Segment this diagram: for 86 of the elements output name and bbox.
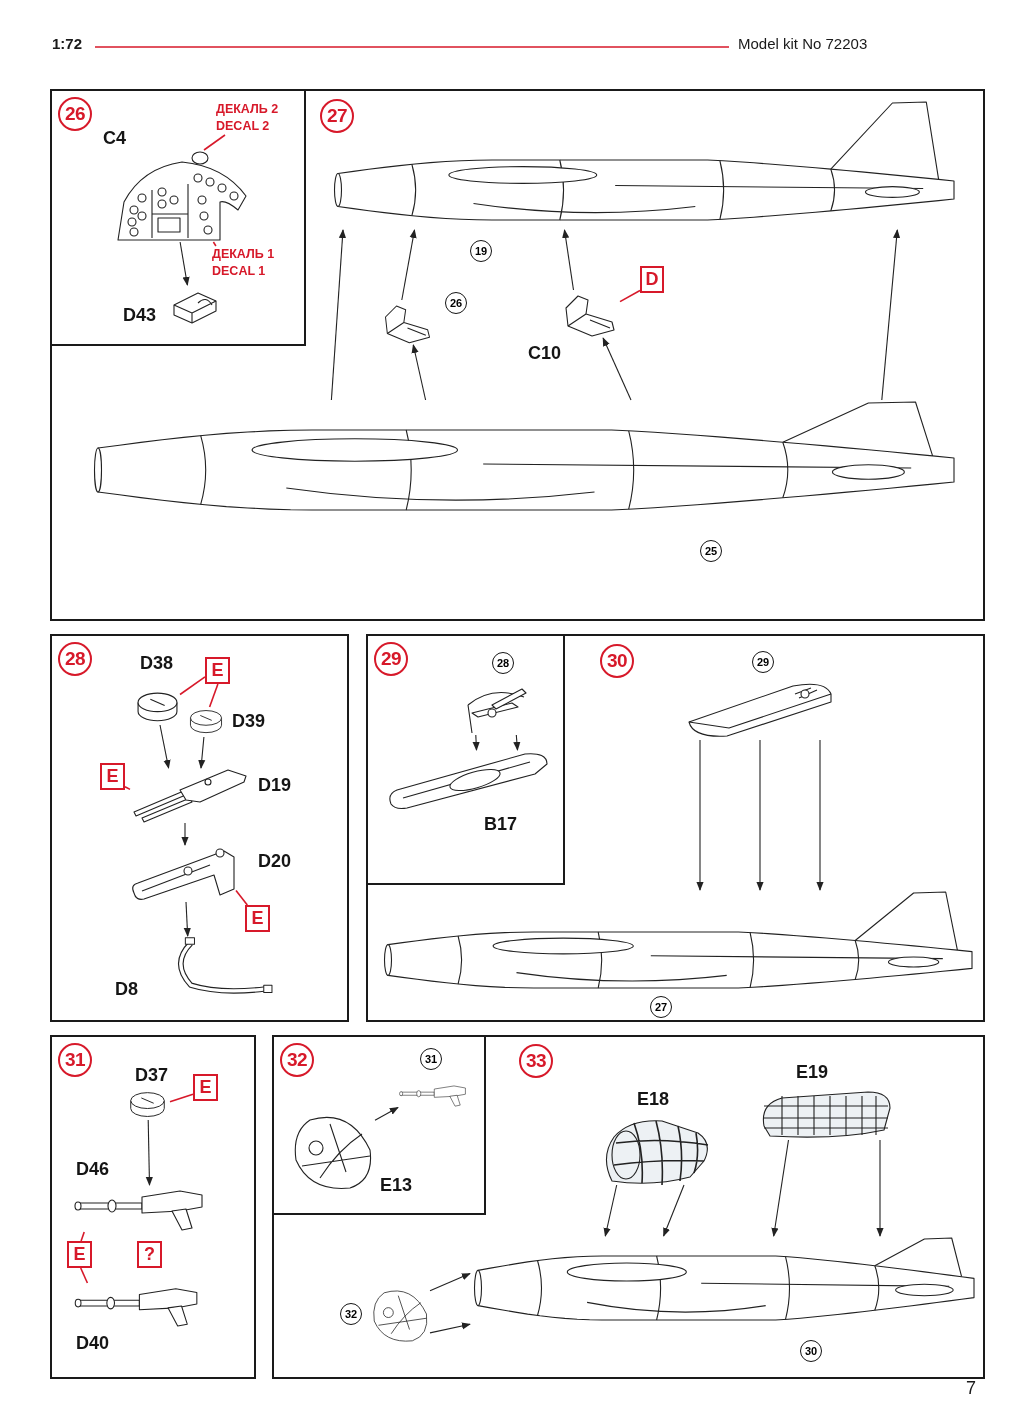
paint-code-callout: E — [100, 763, 125, 790]
part-number: D20 — [258, 852, 292, 872]
leader-line — [212, 241, 217, 247]
assembly-arrow — [816, 739, 824, 891]
step-panel — [50, 634, 349, 1022]
assembly-arrow — [602, 337, 632, 401]
leader-line — [179, 676, 206, 696]
page-number: 7 — [966, 1379, 976, 1399]
paint-code-callout: D — [640, 266, 664, 293]
step-panel — [366, 634, 985, 1022]
leader-line — [208, 683, 219, 708]
kit-number: Model kit No 72203 — [738, 36, 868, 53]
reference-number: 32 — [340, 1303, 362, 1325]
step-panel — [272, 1035, 985, 1379]
step-number: 28 — [58, 642, 92, 676]
part-number: D19 — [258, 776, 292, 796]
assembly-arrow — [756, 739, 764, 891]
part-number: B17 — [484, 815, 518, 835]
step-number: 32 — [280, 1043, 314, 1077]
leader-line — [79, 1267, 89, 1284]
step-number: 26 — [58, 97, 92, 131]
assembly-arrow — [771, 1139, 790, 1237]
step-panel — [50, 89, 985, 621]
assembly-arrow — [183, 901, 191, 937]
leader-line — [235, 889, 249, 906]
step-number: 29 — [374, 642, 408, 676]
part-number: C4 — [103, 129, 126, 149]
step-panel — [366, 634, 565, 885]
assembly-arrow — [179, 241, 190, 286]
leader-line — [169, 1093, 194, 1103]
assembly-arrow — [663, 1184, 685, 1237]
reference-number: 30 — [800, 1340, 822, 1362]
assembly-arrow — [145, 1119, 153, 1186]
part-number: D8 — [115, 980, 138, 1000]
step-number: 31 — [58, 1043, 92, 1077]
assembly-arrow — [562, 229, 575, 291]
step-number: 27 — [320, 99, 354, 133]
step-panel — [50, 1035, 256, 1379]
assembly-arrow — [429, 1273, 471, 1292]
assembly-arrow — [881, 229, 901, 401]
decal-note: ДЕКАЛЬ 2 DECAL 2 — [216, 101, 294, 135]
assembly-arrow — [472, 734, 480, 751]
assembly-arrow — [181, 822, 189, 846]
leader-line — [124, 786, 131, 791]
reference-number: 31 — [420, 1048, 442, 1070]
decal-note: ДЕКАЛЬ 1 DECAL 1 — [212, 246, 292, 280]
part-number: D39 — [232, 712, 266, 732]
step-number: 30 — [600, 644, 634, 678]
scale-label: 1:72 — [52, 36, 83, 53]
reference-number: 27 — [650, 996, 672, 1018]
reference-number: 28 — [492, 652, 514, 674]
assembly-arrow — [513, 734, 521, 751]
reference-number: 25 — [700, 540, 722, 562]
assembly-arrow — [159, 724, 171, 769]
part-number: E19 — [796, 1063, 829, 1083]
assembly-arrow — [401, 229, 417, 301]
assembly-arrow — [330, 229, 347, 401]
reference-number: 19 — [470, 240, 492, 262]
assembly-arrow — [374, 1106, 399, 1121]
paint-code-callout: E — [193, 1074, 218, 1101]
assembly-arrow — [411, 344, 427, 401]
assembly-arrow — [429, 1322, 471, 1334]
paint-code-callout: ? — [137, 1241, 162, 1268]
reference-number: 26 — [445, 292, 467, 314]
part-number: D40 — [76, 1334, 110, 1354]
paint-code-callout: E — [205, 657, 230, 684]
part-number: D37 — [135, 1066, 169, 1086]
assembly-arrow — [603, 1184, 618, 1237]
assembly-arrow — [198, 736, 206, 769]
part-number: D46 — [76, 1160, 110, 1180]
leader-line — [80, 1231, 85, 1242]
part-number: D43 — [123, 306, 157, 326]
part-number: E18 — [637, 1090, 670, 1110]
part-number: D38 — [140, 654, 174, 674]
reference-number: 29 — [752, 651, 774, 673]
step-panel — [50, 89, 306, 346]
step-number: 33 — [519, 1044, 553, 1078]
part-number: C10 — [528, 344, 562, 364]
part-number: E13 — [380, 1176, 413, 1196]
paint-code-callout: E — [245, 905, 270, 932]
leader-line — [619, 289, 641, 303]
assembly-arrow — [876, 1139, 884, 1237]
step-panel — [272, 1035, 486, 1215]
paint-code-callout: E — [67, 1241, 92, 1268]
assembly-arrow — [696, 739, 704, 891]
leader-line — [203, 134, 226, 151]
